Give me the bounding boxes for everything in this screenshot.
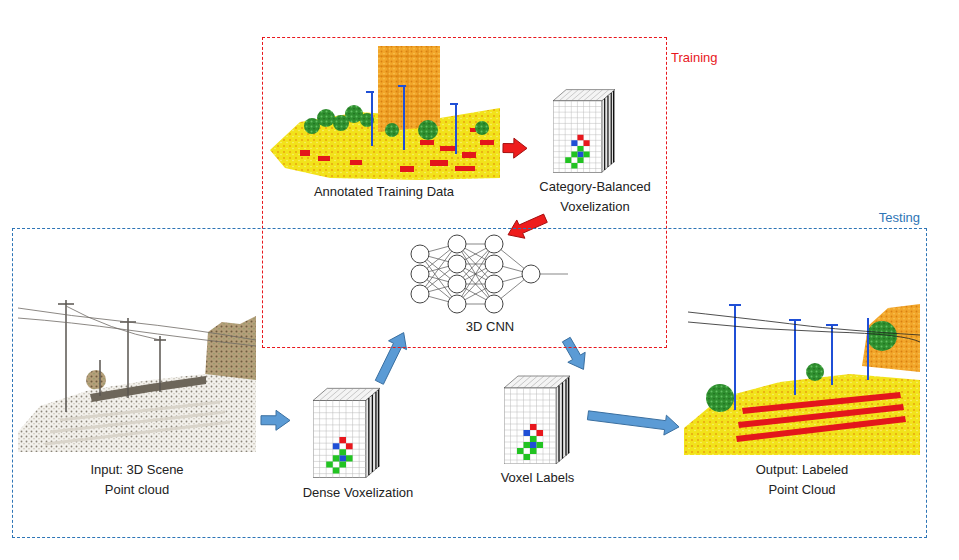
tree <box>418 120 438 140</box>
neuron <box>485 295 503 313</box>
picture-slot <box>682 298 922 460</box>
cars <box>736 392 906 442</box>
training-scene <box>270 46 500 180</box>
neuron <box>411 245 429 263</box>
neuron <box>448 275 466 293</box>
rows <box>45 402 230 444</box>
flow-arrow <box>562 337 585 369</box>
picture-slot <box>490 372 585 468</box>
stage-caption: Voxel Labels <box>490 468 585 488</box>
bush <box>86 370 106 390</box>
neuron <box>522 265 540 283</box>
voxel-cube <box>313 388 380 477</box>
poles <box>58 300 166 412</box>
stage-caption: Input: 3D Scene Point cloud <box>82 460 192 500</box>
picture-slot <box>293 385 423 483</box>
testing-region: TestingInput: 3D Scene Point cloudDense … <box>12 228 927 538</box>
neuron <box>485 255 503 273</box>
neuron <box>448 255 466 273</box>
voxel-cube <box>504 376 570 464</box>
tree <box>385 123 399 137</box>
flow-arrow <box>587 411 679 435</box>
trees <box>862 304 920 372</box>
stage-caption: Output: Labeled Point Cloud <box>742 460 862 500</box>
neuron <box>411 285 429 303</box>
ground <box>684 374 920 455</box>
stage-box: Annotated Training Data <box>268 45 500 202</box>
flow-arrow <box>261 410 290 430</box>
stage-caption: Category-Balanced Voxelization <box>533 177 658 217</box>
tree <box>317 109 335 127</box>
voxel-cube <box>553 90 615 173</box>
stage-box: Voxel Labels <box>490 372 585 488</box>
building-lines <box>378 46 440 131</box>
flow-arrow <box>508 214 547 238</box>
stage-box: 3D CNN <box>405 236 575 337</box>
building <box>378 46 440 132</box>
region-heading: Training <box>671 50 717 65</box>
neural-network <box>411 235 568 313</box>
output-scene <box>684 304 920 455</box>
neuron <box>485 235 503 253</box>
stage-box: Category-Balanced Voxelization <box>530 85 660 217</box>
stage-caption: Annotated Training Data <box>274 182 494 202</box>
trees <box>205 316 256 382</box>
flow-arrow <box>503 138 527 158</box>
wires <box>688 312 920 342</box>
picture-slot <box>268 45 500 182</box>
picture-slot <box>16 290 258 460</box>
ground <box>18 374 256 452</box>
stage-caption: 3D CNN <box>410 317 570 337</box>
neuron <box>411 265 429 283</box>
neuron <box>448 295 466 313</box>
stage-box: Dense Voxelization <box>293 385 423 503</box>
tree <box>706 384 734 412</box>
poles <box>366 86 458 154</box>
poles <box>729 305 868 410</box>
region-heading: Testing <box>879 210 920 225</box>
stage-box: Input: 3D Scene Point cloud <box>16 290 258 500</box>
neuron <box>448 235 466 253</box>
flow-arrow <box>375 333 406 385</box>
picture-slot <box>405 236 575 317</box>
tree <box>806 363 824 381</box>
wires <box>18 306 256 346</box>
input-scene <box>18 300 256 452</box>
tree <box>475 121 489 135</box>
training-region: TrainingAnnotated Training DataCategory-… <box>262 37 667 348</box>
neuron <box>485 275 503 293</box>
picture-slot <box>530 85 660 177</box>
stage-box: Output: Labeled Point Cloud <box>682 298 922 500</box>
wall <box>90 376 206 402</box>
stage-caption: Dense Voxelization <box>295 483 421 503</box>
